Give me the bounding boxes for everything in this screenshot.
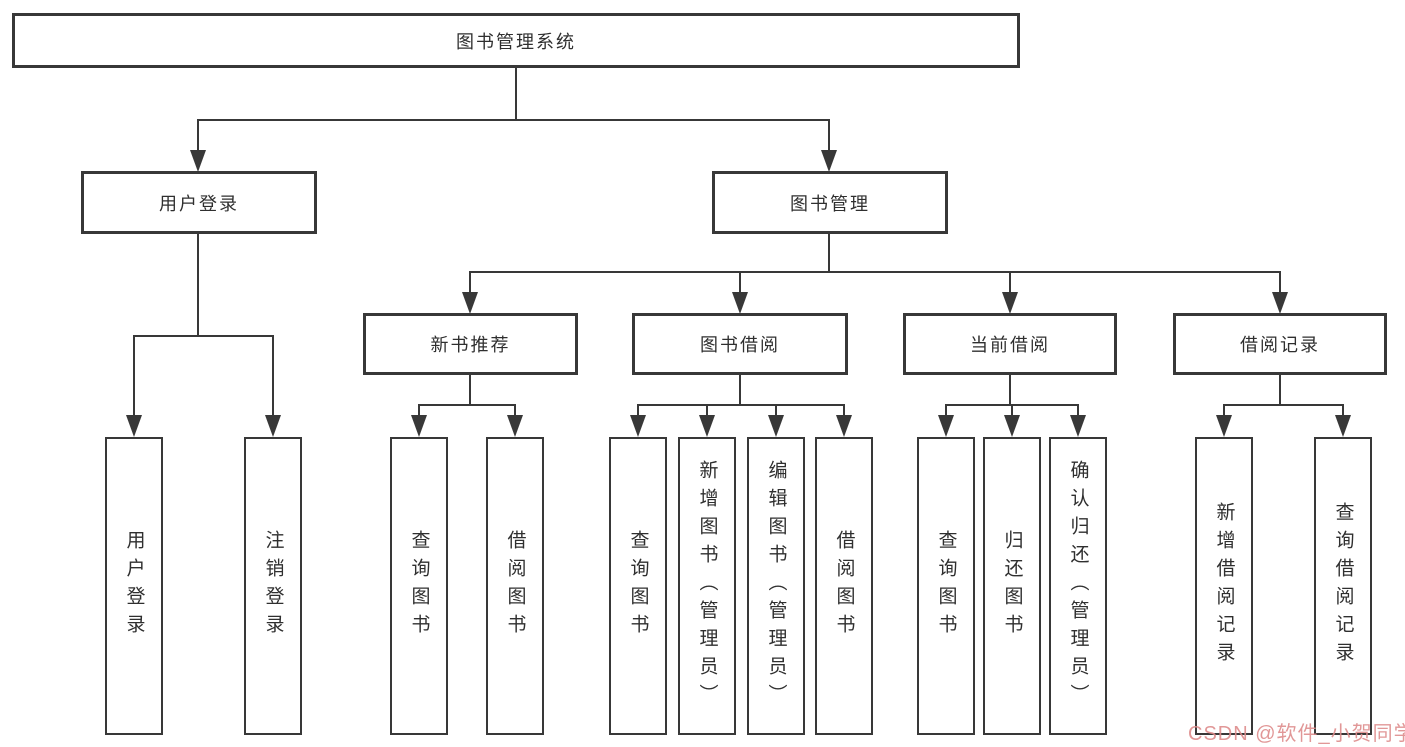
connector-arrowhead	[1070, 415, 1086, 437]
leaf-edit-books-admin-label: 编辑图书（管理员）	[765, 460, 787, 712]
connector-line	[945, 406, 947, 415]
connector-line	[1223, 406, 1225, 415]
connector-arrowhead	[938, 415, 954, 437]
connector-line	[133, 335, 274, 337]
node-current-borrow: 当前借阅	[903, 313, 1117, 375]
connector-arrowhead	[265, 415, 281, 437]
leaf-query-books-recommend-label: 查询图书	[408, 530, 430, 642]
leaf-query-books-current-label: 查询图书	[935, 530, 957, 642]
connector-line	[469, 375, 471, 405]
connector-arrowhead	[507, 415, 523, 437]
csdn-watermark: CSDN @软件_小贺同学	[1188, 723, 1405, 745]
leaf-query-borrow-record-label: 查询借阅记录	[1332, 502, 1354, 670]
connector-line	[828, 119, 830, 150]
leaf-borrow-books-label: 借阅图书	[833, 530, 855, 642]
connector-line	[197, 119, 830, 121]
leaf-user-login: 用户登录	[105, 437, 163, 735]
connector-line	[515, 68, 517, 120]
connector-line	[197, 119, 199, 150]
leaf-user-login-label: 用户登录	[123, 530, 145, 642]
node-book-borrow: 图书借阅	[632, 313, 848, 375]
leaf-logout: 注销登录	[244, 437, 302, 735]
connector-line	[469, 273, 471, 292]
leaf-query-borrow-record: 查询借阅记录	[1314, 437, 1372, 735]
connector-line	[1009, 273, 1011, 292]
connector-line	[843, 406, 845, 415]
connector-line	[775, 406, 777, 415]
connector-arrowhead	[1272, 292, 1288, 314]
connector-arrowhead	[1335, 415, 1351, 437]
connector-arrowhead	[1002, 292, 1018, 314]
leaf-add-books-admin-label: 新增图书（管理员）	[696, 460, 718, 712]
connector-arrowhead	[462, 292, 478, 314]
connector-line	[739, 273, 741, 292]
node-borrow-records: 借阅记录	[1173, 313, 1387, 375]
connector-line	[706, 406, 708, 415]
connector-arrowhead	[732, 292, 748, 314]
connector-line	[469, 271, 1281, 273]
leaf-confirm-return-admin-label: 确认归还（管理员）	[1067, 460, 1089, 712]
leaf-query-books-borrow: 查询图书	[609, 437, 667, 735]
connector-arrowhead	[126, 415, 142, 437]
leaf-confirm-return-admin: 确认归还（管理员）	[1049, 437, 1107, 735]
connector-line	[1223, 404, 1344, 406]
leaf-add-borrow-record: 新增借阅记录	[1195, 437, 1253, 735]
connector-line	[514, 406, 516, 415]
connector-arrowhead	[1216, 415, 1232, 437]
connector-arrowhead	[821, 150, 837, 172]
node-new-book-recommend: 新书推荐	[363, 313, 578, 375]
connector-line	[1279, 375, 1281, 405]
connector-arrowhead	[630, 415, 646, 437]
leaf-return-books: 归还图书	[983, 437, 1041, 735]
connector-arrowhead	[190, 150, 206, 172]
node-root: 图书管理系统	[12, 13, 1020, 68]
leaf-add-borrow-record-label: 新增借阅记录	[1213, 502, 1235, 670]
connector-line	[1009, 375, 1011, 405]
connector-line	[637, 404, 845, 406]
leaf-borrow-books-recommend-label: 借阅图书	[504, 530, 526, 642]
connector-arrowhead	[411, 415, 427, 437]
leaf-query-books-recommend: 查询图书	[390, 437, 448, 735]
leaf-return-books-label: 归还图书	[1001, 530, 1023, 642]
connector-line	[272, 337, 274, 415]
connector-line	[133, 337, 135, 415]
leaf-edit-books-admin: 编辑图书（管理员）	[747, 437, 805, 735]
leaf-query-books-current: 查询图书	[917, 437, 975, 735]
connector-line	[197, 234, 199, 336]
connector-line	[1077, 406, 1079, 415]
connector-arrowhead	[836, 415, 852, 437]
node-user-login: 用户登录	[81, 171, 317, 234]
connector-line	[945, 404, 1079, 406]
connector-line	[828, 234, 830, 272]
node-book-management: 图书管理	[712, 171, 948, 234]
leaf-add-books-admin: 新增图书（管理员）	[678, 437, 736, 735]
connector-arrowhead	[1004, 415, 1020, 437]
connector-line	[418, 404, 516, 406]
leaf-borrow-books-recommend: 借阅图书	[486, 437, 544, 735]
connector-line	[1279, 273, 1281, 292]
connector-line	[1011, 406, 1013, 415]
connector-line	[1342, 406, 1344, 415]
connector-line	[637, 406, 639, 415]
connector-line	[418, 406, 420, 415]
connector-arrowhead	[768, 415, 784, 437]
leaf-logout-label: 注销登录	[262, 530, 284, 642]
leaf-query-books-borrow-label: 查询图书	[627, 530, 649, 642]
connector-arrowhead	[699, 415, 715, 437]
leaf-borrow-books: 借阅图书	[815, 437, 873, 735]
connector-line	[739, 375, 741, 405]
